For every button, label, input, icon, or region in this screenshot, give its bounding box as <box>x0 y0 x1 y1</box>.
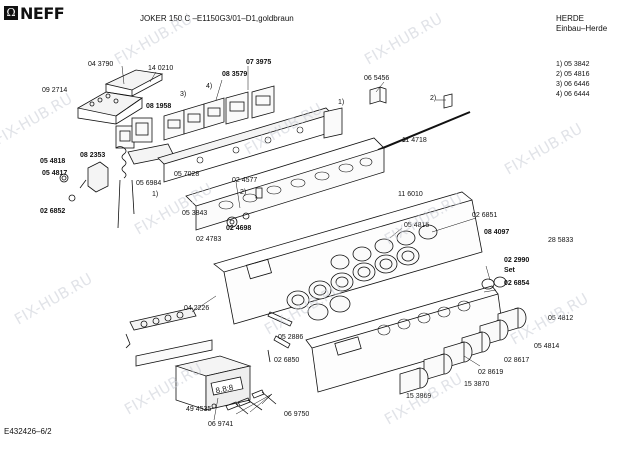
pilot-lamp-drawing <box>369 86 381 105</box>
screw-set-drawing <box>211 389 277 415</box>
sensor-housing-drawing <box>87 161 109 193</box>
part-label: 02 4783 <box>196 236 221 243</box>
part-label: 02 6850 <box>274 357 299 364</box>
part-label: 04 2226 <box>184 305 209 312</box>
part-label: 05 4812 <box>548 315 573 322</box>
subcategory-label: Einbau–Herde <box>556 24 608 33</box>
knob-stack-drawing <box>399 307 527 395</box>
part-label: 02 4577 <box>232 177 257 184</box>
part-label: 05 4814 <box>534 343 559 350</box>
neff-logo-mark <box>4 6 18 20</box>
control-panel-drawing <box>213 191 483 325</box>
legend-item: 4) 06 6444 <box>556 91 590 98</box>
part-label: 1) <box>152 191 158 198</box>
part-label: 02 6852 <box>40 208 65 215</box>
control-knob-group <box>286 224 438 321</box>
part-label: 08 4097 <box>484 229 509 236</box>
legend-item: 2) 05 4816 <box>556 71 590 78</box>
switch-housing-drawing <box>104 69 164 91</box>
clock-module-drawing: 8.8:8 <box>174 355 252 411</box>
part-label: 02 2990 <box>504 257 529 264</box>
part-label: 05 6984 <box>136 180 161 187</box>
svg-text:8.8:8: 8.8:8 <box>215 383 235 396</box>
part-label: 05 4817 <box>42 170 67 177</box>
leader-lines <box>121 65 497 421</box>
shaft-drawing <box>377 111 471 151</box>
part-label: 06 9750 <box>284 411 309 418</box>
part-label: 02 4698 <box>226 225 251 232</box>
omega-icon: Ω <box>6 6 16 19</box>
clip-drawing <box>443 93 453 109</box>
timer-knob-drawing <box>481 278 495 290</box>
switch-part-1-drawing <box>323 107 343 139</box>
part-label: 06 5456 <box>364 75 389 82</box>
part-label: 05 4815 <box>404 222 429 229</box>
part-label: 2) <box>240 189 246 196</box>
part-label: 02 6851 <box>472 212 497 219</box>
part-label: 05 3843 <box>182 210 207 217</box>
part-label: 2) <box>430 95 436 102</box>
rotary-switch-row-drawing <box>163 85 275 141</box>
part-label: 08 2353 <box>80 152 105 159</box>
part-label: Set <box>504 267 516 274</box>
part-label: 05 2886 <box>278 334 303 341</box>
part-label: 3) <box>180 91 186 98</box>
legend-item: 3) 06 6446 <box>556 81 590 88</box>
terminal-strip-drawing <box>125 307 213 367</box>
part-label: 11 4718 <box>402 137 427 144</box>
part-label: 07 3975 <box>246 59 271 66</box>
part-label: 08 1958 <box>146 103 171 110</box>
heating-coil-drawing <box>115 146 127 179</box>
fascia-panel-drawing <box>185 137 385 231</box>
part-label: 06 9741 <box>208 421 233 428</box>
spring-pin-drawing <box>267 311 293 363</box>
part-label: 05 4818 <box>40 158 65 165</box>
part-label: 08 3579 <box>222 71 247 78</box>
model-title: JOKER 150 C –E1150G3/01–D1,goldbraun <box>140 14 294 23</box>
part-label: 49 4535 <box>186 406 211 413</box>
part-label: 09 2714 <box>42 87 67 94</box>
part-label: 02 8617 <box>504 357 529 364</box>
part-label: 05 7028 <box>174 171 199 178</box>
part-label: 28 5833 <box>548 237 573 244</box>
part-label: 02 8619 <box>478 369 503 376</box>
part-label: 1) <box>338 99 344 106</box>
part-label: 15 3869 <box>406 393 431 400</box>
category-label: HERDE <box>556 14 585 23</box>
footnote-legend: 1) 05 3842 2) 05 4816 3) 06 6446 4) 06 6… <box>556 60 589 100</box>
part-label-layer: 04 3790 14 0210 07 3975 08 3579 09 2714 … <box>40 59 573 428</box>
part-label: 4) <box>206 83 212 90</box>
part-label: 02 6854 <box>504 280 529 287</box>
selector-switch-drawing <box>115 117 153 149</box>
terminal-block-drawing <box>76 91 144 125</box>
part-label: 14 0210 <box>148 65 173 72</box>
document-id: E432426–6/2 <box>4 427 52 436</box>
legend-item: 1) 05 3842 <box>556 61 590 68</box>
neff-logo: NEFF <box>20 4 65 23</box>
part-label: 15 3870 <box>464 381 489 388</box>
part-label: 11 6010 <box>398 191 423 198</box>
part-label: 04 3790 <box>88 61 113 68</box>
